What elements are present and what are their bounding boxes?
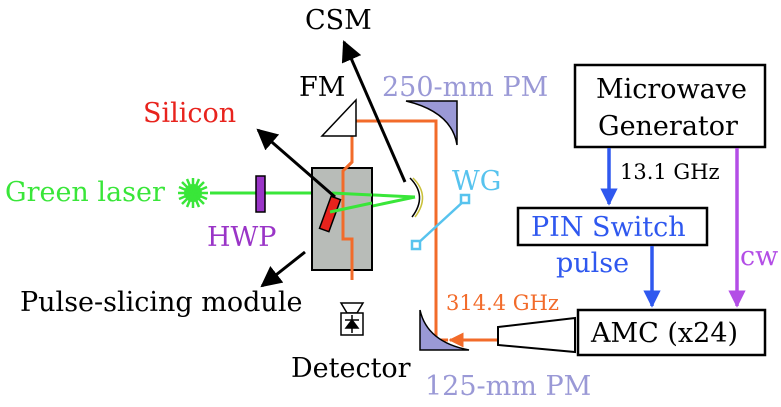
annotation-arrows: [256, 40, 407, 288]
pin-switch-label: PIN Switch: [531, 212, 686, 243]
pm250-label: 250-mm PM: [382, 72, 548, 103]
wg-label: WG: [452, 166, 501, 197]
horn-antenna: [497, 316, 576, 354]
silicon-wafer: [318, 195, 342, 233]
microwave-label-line2: Generator: [598, 111, 738, 142]
freq-thz-label: 314.4 GHz: [446, 291, 559, 315]
green-laser-label: Green laser: [5, 177, 165, 208]
microwave-label-line1: Microwave: [596, 74, 747, 105]
detector-icon: [339, 302, 365, 336]
microwave-generator-box: [573, 63, 767, 149]
pm250-mirror: [405, 100, 458, 146]
amc-label: AMC (x24): [590, 318, 738, 349]
freq-mw-label: 13.1 GHz: [620, 160, 720, 184]
fm-mirror: [320, 98, 357, 137]
pin-arrows: [600, 148, 661, 308]
hwp-plate: [255, 175, 266, 213]
hwp-label: HWP: [207, 222, 276, 253]
silicon-label: Silicon: [143, 98, 236, 129]
amc-box: [576, 308, 767, 357]
pin-switch-box: [516, 206, 709, 247]
pm125-mirror: [419, 309, 470, 351]
csm-mirror: [409, 177, 421, 218]
detector-label: Detector: [291, 353, 411, 384]
fm-label: FM: [299, 72, 345, 103]
laser-source-icon: [178, 178, 208, 208]
wg-wire-grid: [410, 193, 471, 251]
pm125-label: 125-mm PM: [425, 371, 591, 402]
csm-label: CSM: [305, 5, 372, 36]
cw-label: cw: [740, 241, 778, 272]
pulse-label: pulse: [556, 248, 629, 279]
pulse-slicing-label: Pulse-slicing module: [20, 287, 302, 318]
